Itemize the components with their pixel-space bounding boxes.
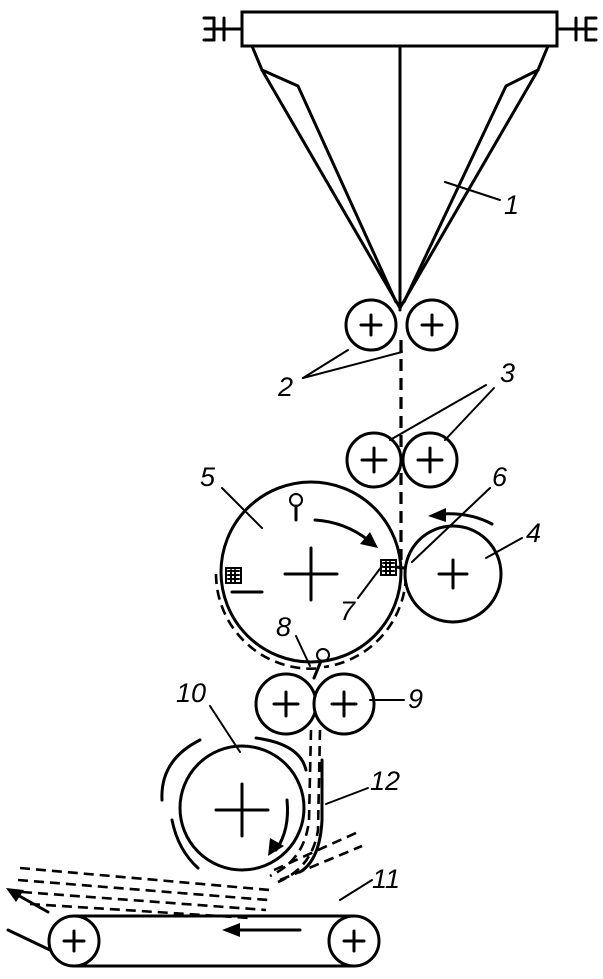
plus-icon	[342, 929, 366, 953]
leader-3b	[444, 387, 495, 441]
web-wrap-right	[323, 575, 408, 669]
drum-5	[214, 480, 422, 670]
hopper-top-beam	[240, 10, 559, 48]
leader-10	[209, 705, 241, 753]
gripper-right-grid	[382, 561, 395, 575]
sheet-stream-a	[269, 729, 313, 878]
leader-5	[221, 487, 263, 529]
label-5: 5	[200, 462, 216, 492]
leader-3a	[389, 384, 487, 441]
hopper	[202, 10, 598, 312]
leader-2b	[302, 351, 403, 379]
label-10: 10	[176, 678, 206, 708]
roll-pair-2	[344, 298, 459, 352]
label-12: 12	[370, 766, 400, 796]
web-wrap-left	[214, 573, 323, 670]
sheet-pile-3	[21, 890, 267, 912]
arrow-icon	[268, 838, 284, 856]
label-4: 4	[526, 518, 541, 548]
pin-8	[316, 648, 330, 662]
plus-icon	[272, 690, 300, 718]
labels: 1 2 3 4 5 6 7 8 9 10 11 12	[176, 190, 541, 894]
label-11: 11	[372, 864, 400, 894]
leader-lines	[209, 181, 523, 901]
label-2: 2	[277, 372, 293, 402]
roll-4	[403, 508, 503, 624]
belt-incline	[6, 928, 52, 952]
guide-left-lower	[170, 818, 200, 870]
plus-icon	[283, 546, 339, 602]
pin-8-stem	[312, 659, 323, 680]
label-7: 7	[340, 596, 356, 626]
plus-icon	[420, 313, 444, 337]
plus-icon	[330, 690, 358, 718]
label-9: 9	[408, 684, 423, 714]
guide-12	[298, 758, 324, 874]
guide-right-upper	[254, 736, 308, 772]
guide-left-upper	[160, 738, 202, 802]
leader-4	[485, 537, 523, 559]
right-mount	[555, 16, 598, 42]
conveyor-11	[6, 888, 381, 968]
left-mount	[202, 16, 244, 42]
leader-7	[357, 565, 383, 599]
plus-icon	[416, 446, 444, 474]
leader-12	[325, 787, 369, 805]
roll-pair-3	[345, 431, 459, 489]
arrow-icon	[428, 508, 446, 522]
arrow-icon	[360, 532, 378, 548]
label-3: 3	[500, 358, 515, 388]
gripper-left-grid	[227, 569, 240, 583]
plus-icon	[62, 929, 86, 953]
leader-11	[339, 879, 373, 901]
label-1: 1	[504, 190, 519, 220]
leader-2a	[302, 349, 349, 379]
sheet-pile-1	[19, 866, 271, 892]
plus-icon	[360, 446, 388, 474]
label-6: 6	[492, 462, 508, 492]
roll-pair-9	[254, 648, 376, 736]
arrow-icon	[438, 512, 494, 526]
gripper-left	[225, 567, 242, 584]
plus-icon	[359, 313, 383, 337]
hopper-inner-left	[260, 68, 398, 304]
sheet-exit-b	[279, 844, 363, 882]
sheet-stream	[17, 729, 363, 920]
plus-icon	[214, 782, 270, 838]
leader-8	[295, 635, 311, 667]
leader-6	[411, 487, 491, 563]
arrow-icon	[6, 888, 24, 902]
hopper-inner-right	[402, 68, 540, 304]
drum-10	[160, 736, 308, 872]
label-8: 8	[276, 612, 291, 642]
arrow-icon	[222, 923, 240, 937]
sheet-pile-2	[17, 878, 269, 902]
leader-1	[444, 181, 501, 201]
plus-icon	[437, 558, 469, 590]
arrow-icon	[313, 518, 370, 542]
